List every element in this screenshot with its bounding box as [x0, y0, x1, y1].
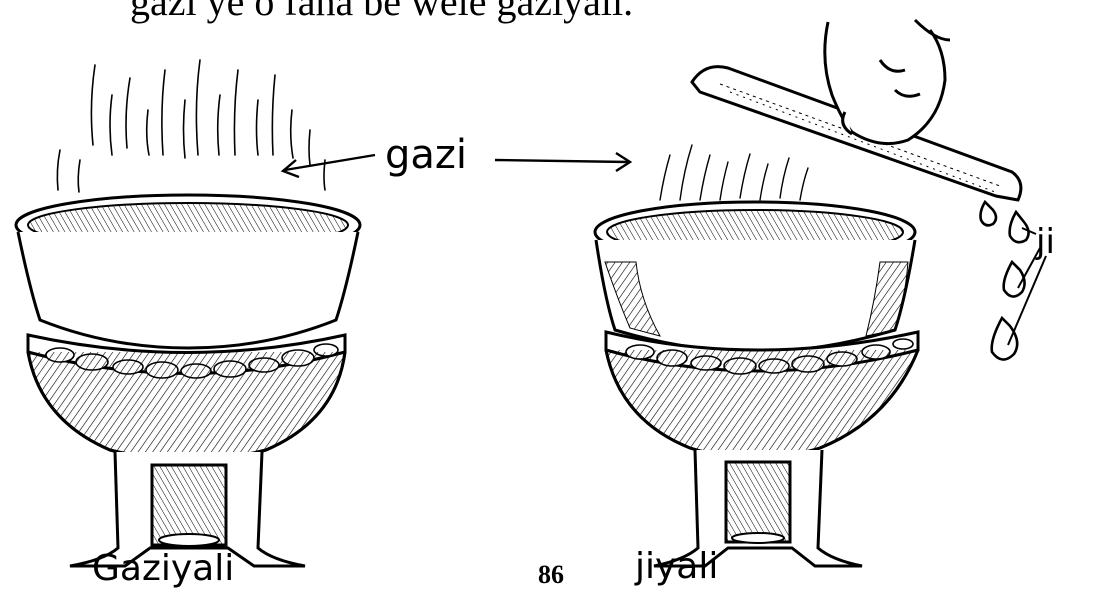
gazi-label: gazi — [385, 132, 467, 178]
page-number: 86 — [538, 560, 564, 590]
ji-label: ji — [1036, 222, 1055, 262]
left-pot-icon — [16, 195, 360, 566]
jiyali-label: jiyali — [635, 546, 718, 587]
gaziyali-label: Gaziyali — [92, 548, 234, 589]
right-steam — [660, 145, 808, 200]
hand-icon — [825, 20, 950, 144]
right-pot-icon — [595, 202, 918, 566]
